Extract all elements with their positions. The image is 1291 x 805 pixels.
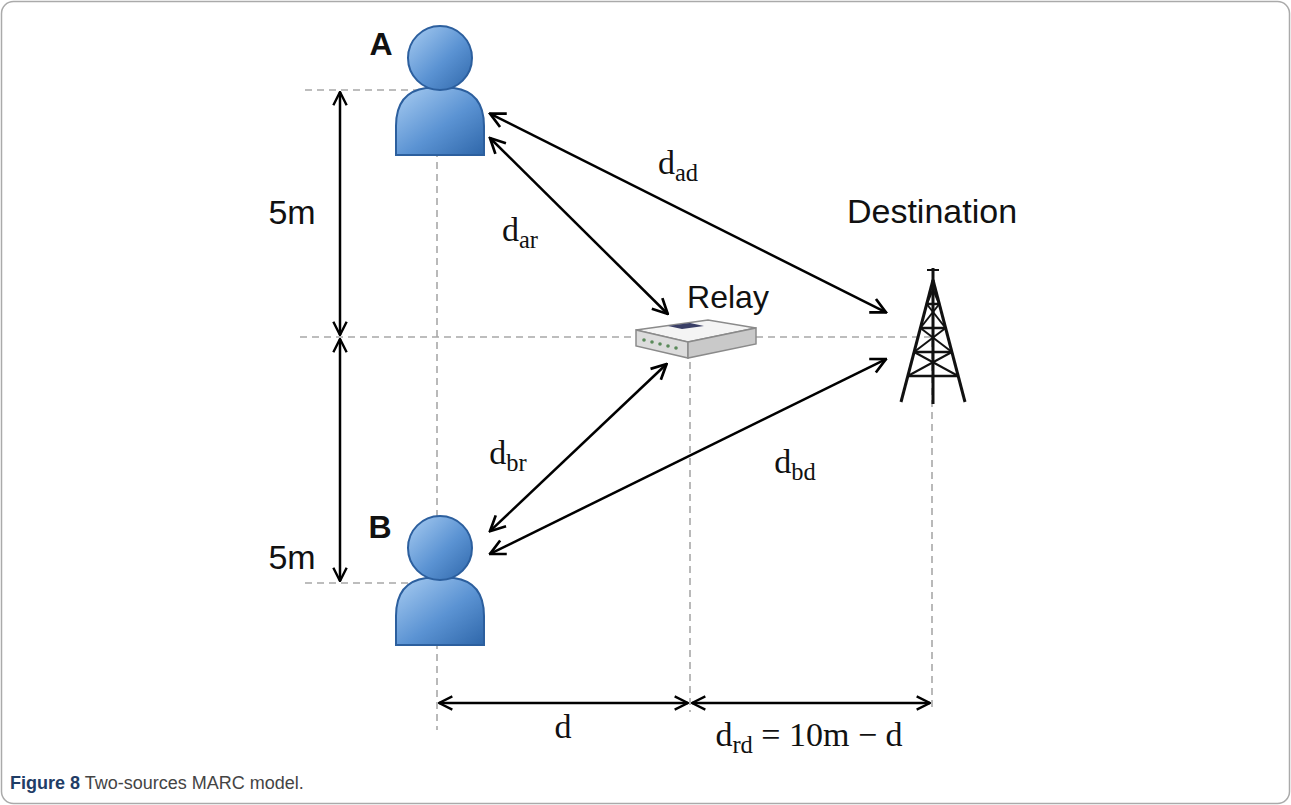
- relay-led: [658, 342, 662, 346]
- node-label: A: [369, 28, 392, 60]
- relay-led: [650, 340, 654, 344]
- relay-node: Relay: [628, 316, 758, 362]
- dimension-arrow: [692, 702, 930, 705]
- guide-line: [300, 336, 932, 338]
- node-label: Relay: [687, 281, 769, 313]
- person-icon: [392, 512, 488, 645]
- dimension-arrows: [340, 92, 930, 703]
- guide-lines: [300, 90, 932, 730]
- relay-led: [666, 344, 670, 348]
- distance-label: dbd: [771, 443, 818, 486]
- relay-led: [674, 346, 678, 350]
- distance-label: dad: [655, 144, 701, 187]
- person-body: [396, 88, 484, 155]
- dimension-label: 5m: [265, 194, 318, 231]
- user-node: B: [392, 512, 488, 645]
- tower-symbol: [901, 268, 965, 404]
- person-icon: [392, 22, 488, 155]
- node-label: Destination: [847, 194, 1017, 228]
- dimension-arrow: [339, 339, 342, 581]
- node-label: B: [368, 511, 391, 543]
- tower-brace: [920, 328, 951, 352]
- tower-icon: [888, 266, 978, 406]
- tower-brace: [908, 352, 952, 376]
- relay-logo: [668, 323, 704, 329]
- tower-brace: [927, 286, 935, 304]
- tower-tip: [927, 269, 939, 271]
- figure-caption: Figure 8 Two-sources MARC model.: [10, 774, 304, 794]
- tower-brace: [920, 327, 945, 330]
- dimension-label: drd = 10m − d: [712, 716, 905, 759]
- relay-led: [642, 338, 646, 342]
- distance-label: dar: [499, 211, 541, 254]
- guide-line: [689, 338, 691, 712]
- person-body: [396, 578, 484, 645]
- tower-brace: [914, 351, 952, 354]
- distance-arrow: [490, 359, 886, 554]
- person-head: [408, 516, 472, 580]
- user-node: A: [392, 22, 488, 155]
- distance-label: dbr: [486, 434, 529, 477]
- dimension-arrow: [339, 92, 342, 335]
- relay-front: [636, 330, 688, 358]
- base-station-node: Destination: [888, 266, 978, 406]
- relay-side: [688, 328, 756, 358]
- person-head: [408, 26, 472, 90]
- tower-brace: [914, 328, 945, 352]
- dimension-label: 5m: [265, 539, 318, 576]
- tower-brace: [908, 375, 958, 378]
- dimension-label: d: [552, 708, 575, 745]
- relay-icon: [628, 316, 758, 362]
- tower-brace: [920, 304, 939, 328]
- dimension-arrow: [439, 702, 688, 705]
- tower-brace: [914, 352, 958, 376]
- distance-arrow: [490, 138, 668, 314]
